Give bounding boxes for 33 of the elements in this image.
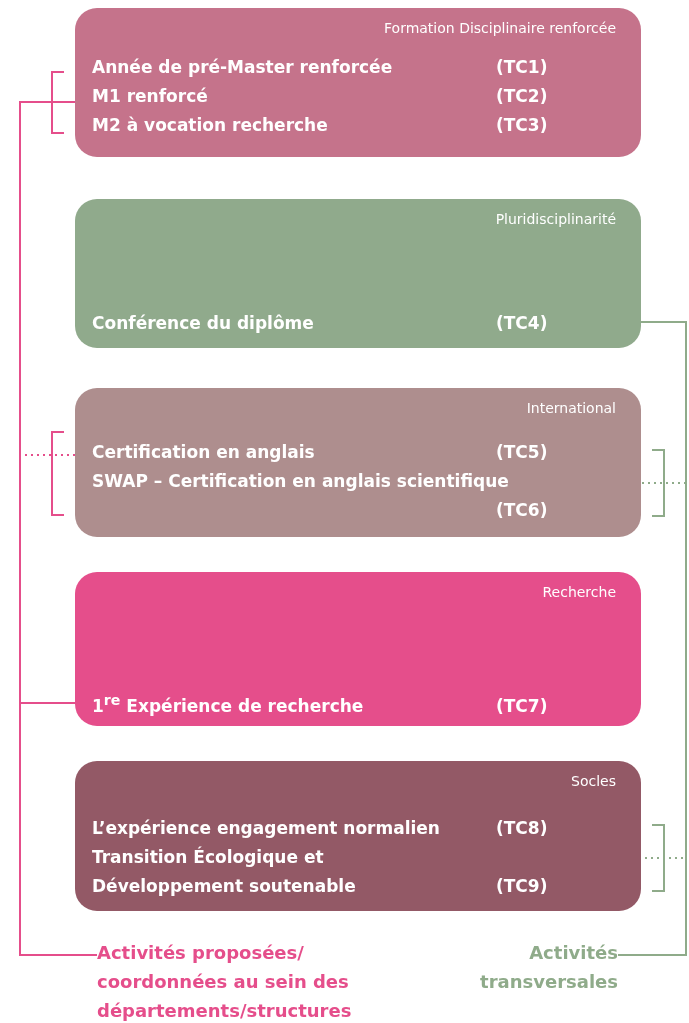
course-name: Conférence du diplôme [92,312,314,335]
course-code: (TC8) [496,817,549,840]
group-label: Activités transversales [460,938,618,996]
course-code: (TC4) [496,312,549,335]
course-code: (TC3) [496,114,549,137]
course-name: Certification en anglais [92,441,315,464]
category-card [75,572,641,726]
course-code: (TC6) [496,499,549,522]
category-card [75,199,641,348]
course-name: L’expérience engagement normalien [92,817,440,840]
course-name: Année de pré-Master renforcée [92,56,393,79]
course-code: (TC5) [496,441,549,464]
course-code: (TC7) [496,694,549,718]
course-code: (TC2) [496,85,549,108]
connector-line [617,857,687,956]
course-name: 1$^{re}$ Expérience de recherche [92,691,364,718]
category-heading: International [526,400,616,416]
group-label: Activités proposées/ coordonnées au sein des départements/structures [97,938,397,1023]
course-code: (TC9) [496,875,549,898]
category-heading: Pluridisciplinarité [495,211,616,227]
connector-line [617,321,687,956]
category-heading: Socles [571,773,616,789]
category-card [75,761,641,911]
course-name: M1 renforcé [92,85,208,108]
category-heading: Formation Disciplinaire renforcée [384,20,616,36]
course-code: (TC1) [496,56,549,79]
course-name: M2 à vocation recherche [92,114,328,137]
course-name: SWAP – Certification en anglais scientifique [92,470,509,493]
category-card [75,8,641,157]
connector-line [19,702,98,956]
category-card [75,388,641,537]
course-name: Transition Écologique et Développement soutenable [92,845,357,898]
category-heading: Recherche [542,584,616,600]
